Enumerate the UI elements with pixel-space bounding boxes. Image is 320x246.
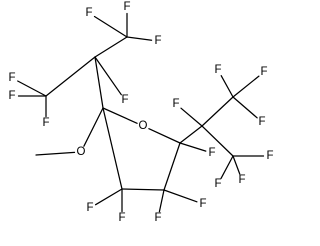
bond-C1-C2 xyxy=(94,56,104,109)
atom-label-f3: F xyxy=(154,35,161,47)
atom-label-f2: F xyxy=(123,1,130,13)
atom-label-f1: F xyxy=(85,7,92,19)
bond-C5-C6 xyxy=(179,125,203,144)
bond-C3-F18 xyxy=(94,188,123,206)
bond-C5-F15 xyxy=(179,142,207,152)
bond-C6-Cc xyxy=(201,96,234,127)
bond-C6-Cd xyxy=(201,125,234,157)
bond-C1-Ca xyxy=(45,56,96,97)
bond-C4-F17 xyxy=(158,189,165,213)
bond-Cc-F10 xyxy=(232,96,258,119)
bond-C6-F11 xyxy=(180,107,203,127)
atom-label-f6: F xyxy=(42,117,49,129)
atom-label-f7: F xyxy=(121,94,128,106)
bond-Cb-F3 xyxy=(126,36,153,41)
atom-label-f11: F xyxy=(172,98,179,110)
bond-C4-F16 xyxy=(163,189,198,203)
bond-C1-Cb xyxy=(94,36,128,58)
atom-label-f9: F xyxy=(260,66,267,78)
bond-OMe-CMe xyxy=(35,151,76,156)
bond-C2-OMe xyxy=(83,107,104,147)
atom-label-f13: F xyxy=(238,174,245,186)
atom-label-f19: F xyxy=(118,212,125,224)
atom-label-f10: F xyxy=(258,116,265,128)
atom-label-o1: O xyxy=(139,120,148,132)
bond-C3-C2 xyxy=(102,107,123,190)
bond-C1-F7 xyxy=(94,56,122,96)
atom-label-f18: F xyxy=(86,202,93,214)
atom-label-f15: F xyxy=(208,147,215,159)
bond-Cc-F9 xyxy=(232,75,260,98)
atom-label-f5: F xyxy=(8,90,15,102)
bond-layer xyxy=(17,12,265,213)
bond-Cb-F1 xyxy=(93,15,128,38)
bond-C2-O1 xyxy=(102,107,138,124)
atom-label-f17: F xyxy=(154,212,161,224)
atom-label-f14: F xyxy=(214,178,221,190)
bond-Ca-F4 xyxy=(17,80,47,97)
atom-label-f4: F xyxy=(8,72,15,84)
bond-C5-C4 xyxy=(163,142,181,191)
atom-label-f16: F xyxy=(199,198,206,210)
bond-Cc-F8 xyxy=(220,75,234,98)
atom-label-f12: F xyxy=(266,150,273,162)
bond-O1-C5 xyxy=(148,128,181,144)
bond-C4-C3 xyxy=(121,188,165,191)
bond-Cd-F14 xyxy=(220,155,234,179)
atom-label-ome: O xyxy=(77,146,86,158)
bond-Cd-F13 xyxy=(232,155,241,175)
atom-label-f8: F xyxy=(214,64,221,76)
